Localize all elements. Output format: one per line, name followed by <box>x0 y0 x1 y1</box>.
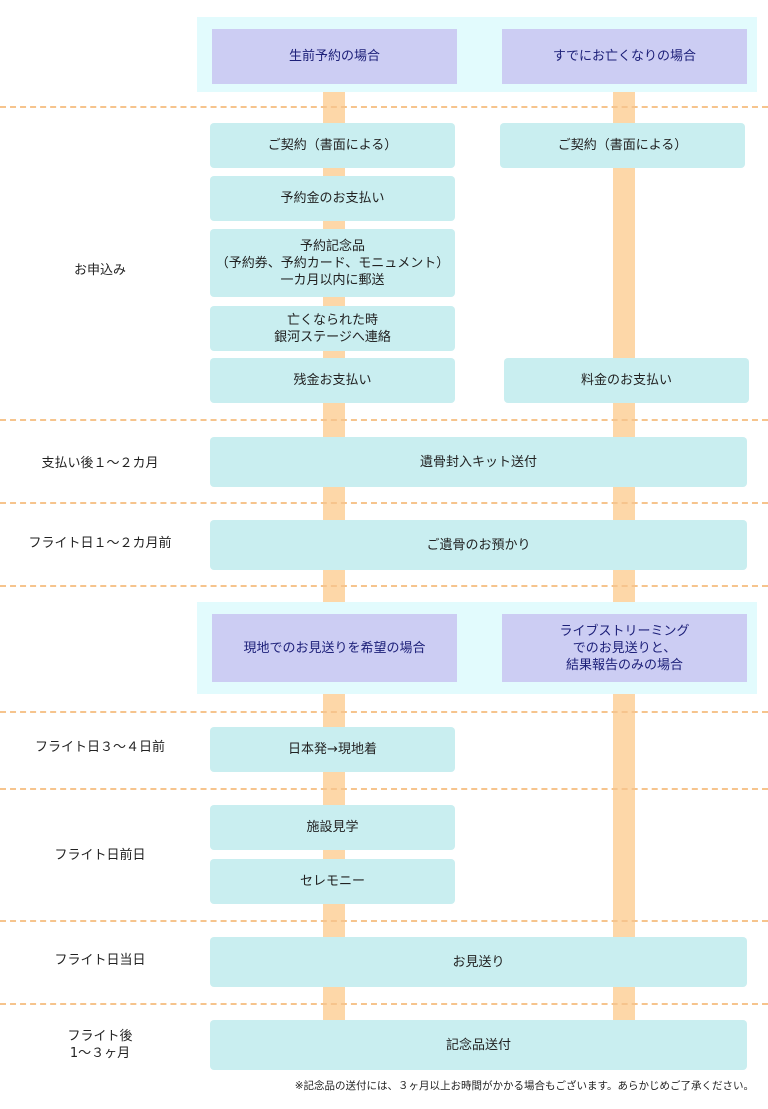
step-ceremony: セレモニー <box>210 859 455 904</box>
case-onsite-farewell: 現地でのお見送りを希望の場合 <box>212 614 457 682</box>
step-left-deposit: 予約金のお支払い <box>210 176 455 221</box>
case-pre-reservation: 生前予約の場合 <box>212 29 457 84</box>
stage-label-flight-minus-days: フライト日３〜４日前 <box>34 740 165 755</box>
step-facility-tour: 施設見学 <box>210 805 455 850</box>
step-right-contract: ご契約（書面による） <box>500 123 745 168</box>
stage-label-apply: お申込み <box>73 263 126 278</box>
footnote: ※記念品の送付には、３ヶ月以上お時間がかかる場合もございます。あらかじめご了承く… <box>294 1080 754 1092</box>
step-left-contract: ご契約（書面による） <box>210 123 455 168</box>
separator <box>0 585 768 587</box>
step-travel: 日本発→現地着 <box>210 727 455 772</box>
stage-label-flight-minus-months: フライト日１〜２カ月前 <box>28 536 172 551</box>
separator <box>0 419 768 421</box>
step-farewell: お見送り <box>210 937 747 987</box>
step-keepsake-shipping: 記念品送付 <box>210 1020 747 1070</box>
stage-label-after-flight: フライト後 1〜３ヶ月 <box>67 1029 133 1061</box>
case-already-deceased: すでにお亡くなりの場合 <box>502 29 747 84</box>
separator <box>0 920 768 922</box>
separator <box>0 502 768 504</box>
step-kit-shipping: 遺骨封入キット送付 <box>210 437 747 487</box>
separator <box>0 711 768 713</box>
step-remains-custody: ご遺骨のお預かり <box>210 520 747 570</box>
separator <box>0 788 768 790</box>
step-left-memorial-items: 予約記念品 （予約券、予約カード、モニュメント） 一カ月以内に郵送 <box>210 229 455 297</box>
stage-label-after-payment: 支払い後１〜２カ月 <box>41 456 159 471</box>
step-left-balance: 残金お支払い <box>210 358 455 403</box>
stage-label-flight-eve: フライト日前日 <box>54 848 146 863</box>
step-left-contact: 亡くなられた時 銀河ステージへ連絡 <box>210 306 455 351</box>
separator <box>0 1003 768 1005</box>
step-right-fee: 料金のお支払い <box>504 358 749 403</box>
separator <box>0 106 768 108</box>
case-live-streaming: ライブストリーミング でのお見送りと、 結果報告のみの場合 <box>502 614 747 682</box>
stage-label-flight-day: フライト日当日 <box>54 953 146 968</box>
